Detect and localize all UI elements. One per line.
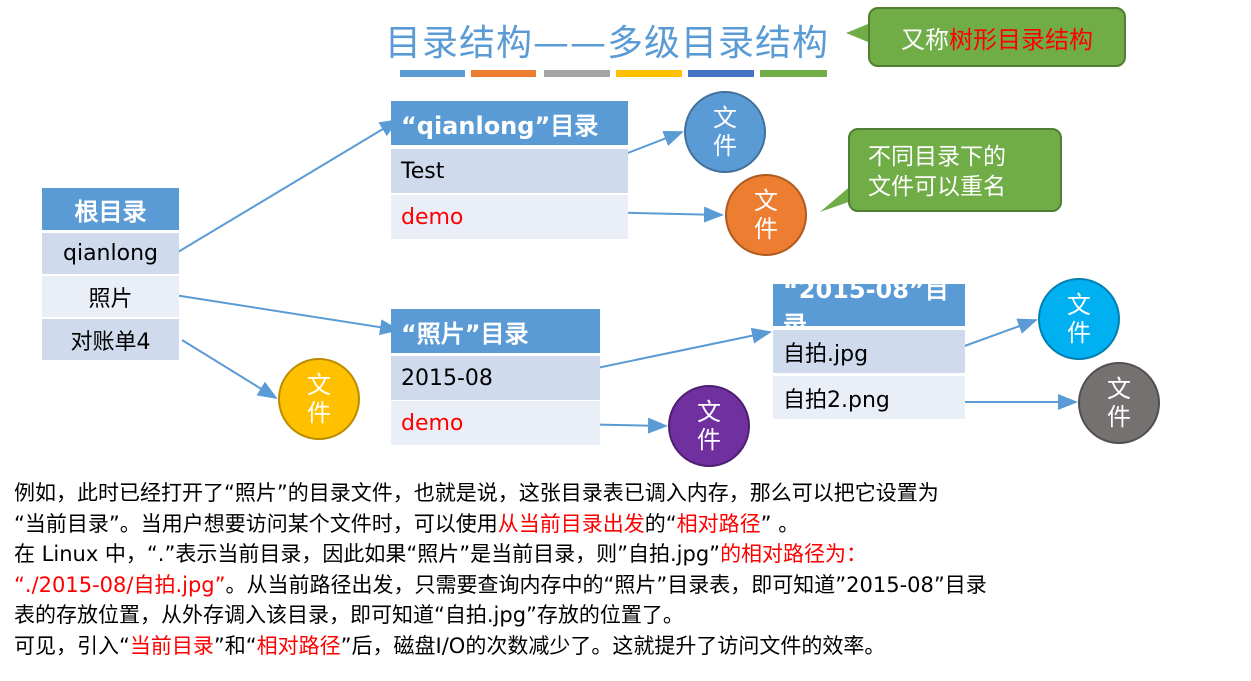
dir-2015-header: “2015-08”目录 xyxy=(773,276,965,339)
explanation-text: 例如，此时已经打开了“照片”的目录文件，也就是说，这张目录表已调入内存，那么可以… xyxy=(14,478,1244,661)
file-node-yellow-label: 文件 xyxy=(307,371,331,427)
title-bar-green xyxy=(760,70,827,77)
line6-part-e: ”后，磁盘I/O的次数减少了。这就提升了访问文件的效率。 xyxy=(340,633,886,658)
photo-dir-row-demo: demo xyxy=(391,401,600,445)
photo-dir-header: “照片”目录 xyxy=(391,309,600,353)
root-dir-row-statement: 对账单4 xyxy=(42,319,179,360)
line6-part-a: 可见，引入“ xyxy=(14,633,130,658)
callout-highlight: 树形目录结构 xyxy=(949,25,1093,54)
callout-prefix: 又称 xyxy=(901,25,949,54)
qianlong-dir-header: “qianlong”目录 xyxy=(391,101,628,145)
root-dir-row-qianlong: qianlong xyxy=(42,233,179,274)
title-bar-yellow xyxy=(616,70,682,77)
line2-part-a: “当前目录”。当用户想要访问某个文件时，可以使用 xyxy=(14,511,498,536)
file-node-cyan: 文件 xyxy=(1038,278,1120,360)
explanation-line-6: 可见，引入“当前目录”和“相对路径”后，磁盘I/O的次数减少了。这就提升了访问文… xyxy=(14,631,1244,662)
line2-part-b: 从当前目录出发 xyxy=(497,511,645,536)
title-bar-orange xyxy=(471,70,536,77)
explanation-line-2: “当前目录”。当用户想要访问某个文件时，可以使用从当前目录出发的“相对路径” 。 xyxy=(14,509,1244,540)
explanation-line-3: 在 Linux 中，“.”表示当前目录，因此如果“照片”是当前目录，则”自拍.j… xyxy=(14,539,1244,570)
file-node-gray-label: 文件 xyxy=(1107,375,1131,431)
line2-part-d: 相对路径 xyxy=(676,511,761,536)
file-node-yellow: 文件 xyxy=(278,358,360,440)
explanation-line-5: 表的存放位置，从外存调入该目录，即可知道“自拍.jpg”存放的位置了。 xyxy=(14,603,684,627)
callout-same-names: 不同目录下的 文件可以重名 xyxy=(848,128,1062,212)
file-node-blue: 文件 xyxy=(684,91,766,173)
photo-dir-row-2015: 2015-08 xyxy=(391,356,600,400)
file-node-orange: 文件 xyxy=(725,174,807,256)
file-node-gray: 文件 xyxy=(1078,362,1160,444)
page-title: 目录结构——多级目录结构 xyxy=(385,23,830,64)
explanation-line-4: “./2015-08/自拍.jpg”。从当前路径出发，只需要查询内存中的“照片”… xyxy=(14,570,1244,601)
root-dir-header: 根目录 xyxy=(42,188,179,230)
title-bar-gray xyxy=(544,70,610,77)
line6-part-c: ”和“ xyxy=(213,633,257,658)
callout-tree-structure: 又称树形目录结构 xyxy=(868,7,1126,67)
line2-part-e: ” 。 xyxy=(760,511,800,536)
title-bar-blue xyxy=(400,70,465,77)
line6-part-d: 相对路径 xyxy=(256,633,341,658)
explanation-line-1: 例如，此时已经打开了“照片”的目录文件，也就是说，这张目录表已调入内存，那么可以… xyxy=(14,481,939,505)
file-node-blue-label: 文件 xyxy=(713,104,737,160)
line4-part-b: 。从当前路径出发，只需要查询内存中的“照片”目录表，即可知道”2015-08”目… xyxy=(225,572,987,597)
file-node-purple-label: 文件 xyxy=(697,398,721,454)
title-bar-darkblue xyxy=(688,70,754,77)
line6-part-b: 当前目录 xyxy=(129,633,214,658)
callout-line-2: 文件可以重名 xyxy=(868,174,1006,200)
qianlong-dir-row-demo: demo xyxy=(391,195,628,239)
line4-part-a: “./2015-08/自拍.jpg” xyxy=(14,572,226,597)
callout-line-1: 不同目录下的 xyxy=(868,144,1006,170)
dir-2015-row-selfie2-png: 自拍2.png xyxy=(773,376,965,419)
line3-part-a: 在 Linux 中，“.”表示当前目录，因此如果“照片”是当前目录，则”自拍.j… xyxy=(14,542,721,566)
file-node-orange-label: 文件 xyxy=(754,187,778,243)
root-dir-row-photo: 照片 xyxy=(42,276,179,317)
line3-part-b: 的相对路径为： xyxy=(720,542,868,566)
line2-part-c: 的“ xyxy=(644,511,677,536)
file-node-purple: 文件 xyxy=(668,385,750,467)
dir-2015-row-selfie-jpg: 自拍.jpg xyxy=(773,330,965,373)
file-node-cyan-label: 文件 xyxy=(1067,291,1091,347)
qianlong-dir-row-test: Test xyxy=(391,149,628,193)
